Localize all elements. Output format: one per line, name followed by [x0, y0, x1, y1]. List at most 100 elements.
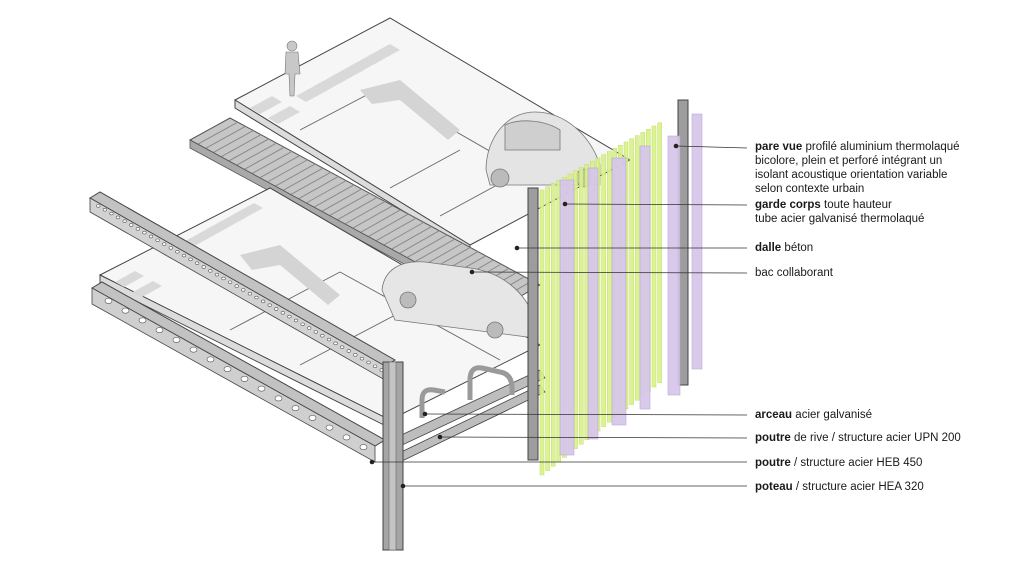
beam-perforation — [333, 341, 338, 346]
leader-dot — [562, 201, 568, 207]
beam-perforation — [96, 204, 101, 208]
beam-perforation — [325, 424, 334, 431]
deck-rib — [321, 188, 362, 212]
deck-rib — [197, 121, 238, 145]
beam-perforation — [274, 395, 283, 402]
beam-perforation — [122, 219, 127, 223]
beam-perforation — [208, 269, 213, 273]
beam-perforation — [307, 326, 312, 330]
beam-perforation — [109, 211, 114, 216]
beam-perforation — [267, 303, 272, 307]
label-poteau: poteau / structure acier HEA 320 — [755, 481, 924, 493]
deck-rib — [267, 159, 308, 183]
deck-rib — [251, 150, 293, 175]
deck-rib — [298, 176, 339, 200]
beam-perforation — [129, 223, 134, 227]
beam-perforation — [320, 334, 325, 338]
beam-perforation — [240, 375, 249, 382]
pare-vue-blade — [559, 179, 575, 456]
pare-vue-blade — [611, 157, 627, 426]
beam-perforation — [142, 230, 147, 235]
beam-perforation — [115, 215, 121, 220]
deck-rib — [406, 234, 448, 259]
beam-perforation — [206, 356, 215, 363]
beam-perforation — [291, 405, 300, 412]
leader-line — [675, 145, 748, 149]
deck-rib — [352, 205, 393, 229]
beam-perforation — [135, 227, 140, 231]
deck-rib — [306, 180, 347, 204]
pare-vue-blade — [639, 145, 651, 410]
deck-rib — [344, 201, 386, 225]
edge-beam-upn — [89, 191, 396, 381]
deck-rib — [391, 226, 432, 250]
pedestrian-crossing-upper — [250, 44, 400, 124]
label-garde-corps: garde corps toute hauteur tube acier gal… — [755, 199, 925, 225]
leader-dot — [673, 143, 679, 149]
leader-dot — [369, 459, 375, 465]
leader-dot — [514, 245, 520, 251]
label-poutre-rive: poutre de rive / structure acier UPN 200 — [755, 432, 961, 444]
steel-frame-lower — [394, 369, 546, 463]
beam-perforation — [359, 444, 368, 451]
garde-corps-bar — [651, 125, 657, 388]
garde-corps-bar — [629, 138, 634, 405]
deck-rib — [337, 196, 378, 221]
garde-corps-bar — [578, 167, 584, 445]
beam-perforation — [155, 238, 160, 242]
beam-perforation — [353, 353, 358, 357]
beam-perforation — [346, 349, 351, 353]
deck-rib — [290, 171, 331, 196]
deck-rib — [205, 125, 246, 149]
pare-vue-blade — [667, 135, 681, 396]
beam-perforation — [274, 307, 279, 311]
beam-perforation — [148, 234, 154, 239]
beam-perforation — [221, 276, 226, 281]
beam-perforation — [326, 337, 332, 342]
leader-dot — [469, 269, 475, 275]
beam-perforation — [201, 265, 206, 269]
beam-perforation — [247, 292, 252, 296]
deck-rib — [368, 213, 409, 238]
deck-rib — [236, 142, 277, 166]
beam-perforation — [175, 250, 180, 254]
beam-perforation — [188, 257, 193, 262]
label-arceau: arceau acier galvanisé — [755, 409, 873, 421]
pare-vue-blade — [691, 113, 703, 370]
direction-arrow-upper — [360, 80, 460, 140]
bike-rack — [419, 365, 515, 418]
beam-perforation — [280, 311, 285, 315]
beam-perforation — [102, 208, 107, 212]
beam-perforation — [195, 261, 200, 265]
beam-perforation — [104, 297, 113, 304]
beam-perforation — [155, 327, 164, 334]
deck-rib — [414, 238, 455, 263]
deck-rib — [329, 192, 370, 217]
leader-line — [564, 203, 748, 206]
screen-slats — [539, 113, 703, 476]
label-bac: bac collaborant — [755, 267, 833, 279]
main-beam-heb — [91, 281, 386, 463]
garde-corps-bar — [601, 154, 606, 427]
leader-line — [439, 436, 748, 439]
deck-rib — [399, 230, 440, 254]
label-pare-vue: pare vue profilé aluminium thermolaqué b… — [755, 141, 960, 195]
garde-corps-bar — [634, 135, 640, 401]
garde-corps-bar — [606, 151, 612, 423]
deck-rib — [375, 217, 417, 242]
label-poutre-heb: poutre / structure acier HEB 450 — [755, 457, 923, 469]
deck-rib — [275, 163, 316, 187]
beam-perforation — [313, 330, 318, 334]
lower-slab — [98, 187, 542, 429]
leader-dot — [400, 483, 406, 489]
beam-perforation — [172, 336, 181, 343]
garde-corps-bar — [657, 122, 662, 383]
column-hea — [382, 361, 404, 551]
garde-corps-bar — [550, 183, 556, 467]
beam-perforation — [254, 295, 259, 300]
pare-vue-blade — [587, 167, 599, 440]
deck-rib — [360, 209, 401, 233]
deck-rib — [213, 130, 254, 154]
leader-line — [471, 271, 748, 274]
